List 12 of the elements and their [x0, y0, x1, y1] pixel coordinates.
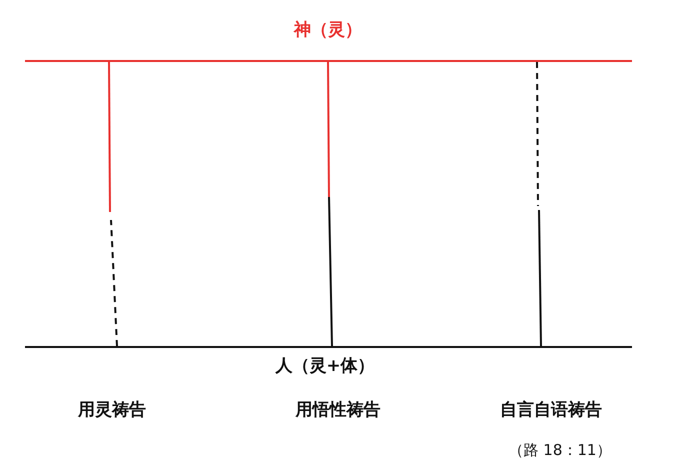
- line-label: 人（灵+体）: [275, 356, 375, 376]
- vertical-line: [328, 196, 333, 346]
- vertical-line: [327, 62, 330, 197]
- vertical-line: [538, 210, 542, 346]
- text-label: 用悟性祷告: [296, 400, 380, 420]
- text-label: 用灵祷告: [78, 400, 146, 420]
- text-label: 自言自语祷告: [500, 400, 602, 420]
- line-label: 神（灵）: [294, 20, 362, 40]
- vertical-line: [536, 62, 539, 206]
- reference-note: （路 18：11）: [508, 440, 612, 460]
- vertical-line: [108, 62, 111, 212]
- vertical-line: [110, 220, 118, 346]
